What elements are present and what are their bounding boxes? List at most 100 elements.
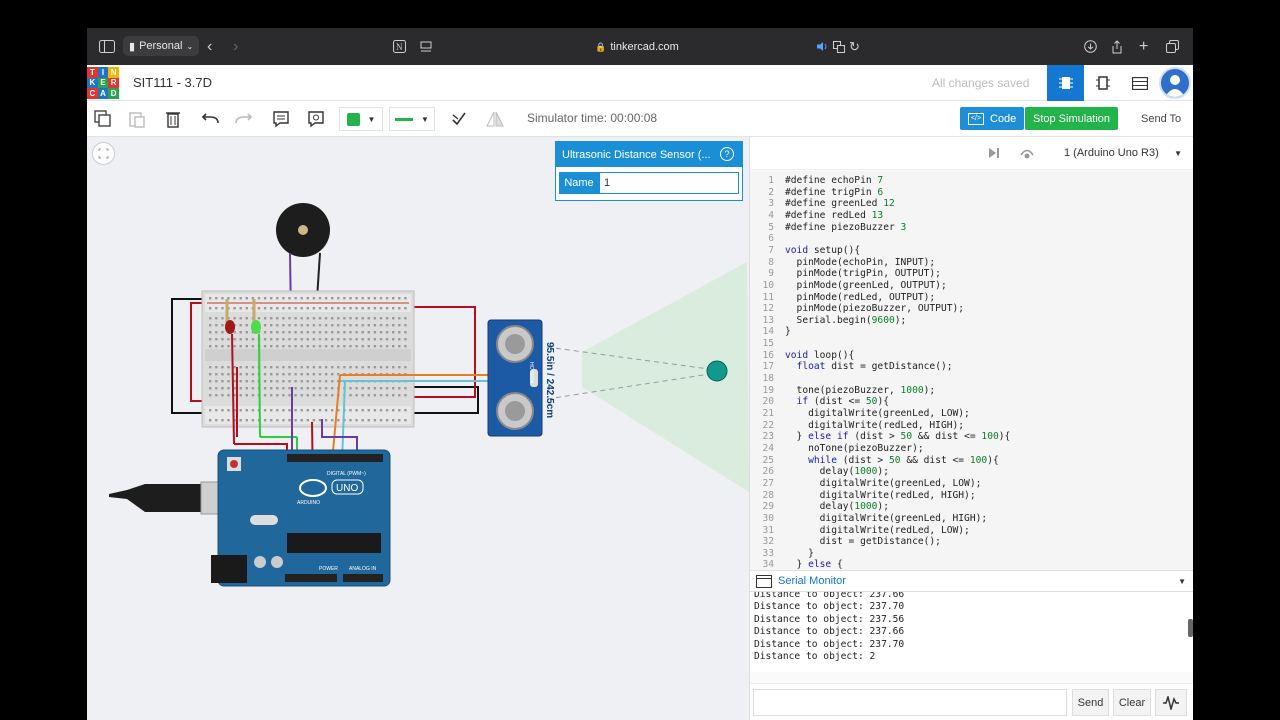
line-number: 11 <box>762 291 774 303</box>
logo-letter: E <box>97 77 109 89</box>
code-line[interactable]: 34 } else { <box>750 559 842 569</box>
serial-input[interactable] <box>753 689 1067 716</box>
undo-icon[interactable] <box>198 107 222 131</box>
chevron-down-icon[interactable]: ▼ <box>1178 576 1186 586</box>
serial-send-button[interactable]: Send <box>1072 689 1109 716</box>
code-line[interactable]: 12 pinMode(piezoBuzzer, OUTPUT); <box>750 303 964 315</box>
serial-scrollbar[interactable] <box>1188 619 1193 637</box>
stop-simulation-button[interactable]: Stop Simulation <box>1025 107 1119 130</box>
flip-icon[interactable] <box>483 107 507 131</box>
logo-letter: D <box>108 88 119 99</box>
serial-clear-button[interactable]: Clear <box>1113 689 1151 716</box>
line-number: 31 <box>762 524 774 536</box>
code-button[interactable]: </> Code <box>960 107 1025 130</box>
back-icon[interactable]: ‹ <box>207 37 213 55</box>
code-line[interactable]: 15 <box>750 338 785 350</box>
code-line[interactable]: 17 float dist = getDistance(); <box>750 361 952 373</box>
code-line[interactable]: 28 digitalWrite(redLed, HIGH); <box>750 489 975 502</box>
profile-switcher[interactable]: ▮ Personal ⌄ <box>123 36 200 56</box>
notes-icon[interactable] <box>269 107 293 131</box>
redo-icon[interactable] <box>232 107 256 131</box>
device-select[interactable]: 1 (Arduino Uno R3) ▼ <box>1054 143 1188 163</box>
code-line[interactable]: 6 <box>750 233 785 245</box>
code-line[interactable]: 31 digitalWrite(redLed, LOW); <box>750 524 969 537</box>
component-list-button[interactable] <box>1121 65 1158 101</box>
code-line[interactable]: 9 pinMode(trigPin, OUTPUT); <box>750 268 941 280</box>
design-title[interactable]: SIT111 - 3.7D <box>133 75 212 90</box>
copy-icon[interactable] <box>91 107 115 131</box>
help-icon[interactable]: ? <box>720 147 734 161</box>
code-line[interactable]: 8 pinMode(echoPin, INPUT); <box>750 257 935 269</box>
code-line[interactable]: 23 } else if (dist > 50 && dist <= 100){ <box>750 431 1010 443</box>
waveform-icon <box>1163 695 1179 710</box>
delete-icon[interactable] <box>161 107 185 131</box>
code-line[interactable]: 27 digitalWrite(greenLed, LOW); <box>750 478 981 490</box>
reload-icon[interactable]: ↻ <box>849 38 860 54</box>
serial-monitor-header[interactable]: Serial Monitor ▼ <box>750 570 1193 592</box>
analog-label: ANALOG IN <box>349 566 377 572</box>
rotate-icon[interactable] <box>447 107 471 131</box>
code-line[interactable]: 1#define echoPin 7 <box>750 175 883 187</box>
line-number: 28 <box>762 489 774 501</box>
schematic-view-button[interactable] <box>1084 65 1121 101</box>
code-line[interactable]: 24 noTone(piezoBuzzer); <box>750 443 923 455</box>
step-icon[interactable] <box>987 146 1001 165</box>
notion-icon[interactable]: N <box>393 28 406 65</box>
arduino-logo <box>299 479 327 497</box>
code-line[interactable]: 13 Serial.begin(9600); <box>750 315 906 327</box>
translate-icon[interactable] <box>833 28 845 65</box>
circuit-diagram[interactable]: HC-SR04 95.5in / 242.5cm DIGITAL (PWM~) … <box>87 137 749 720</box>
tabs-icon[interactable] <box>1166 28 1179 65</box>
code-line[interactable]: 3#define greenLed 12 <box>750 198 895 210</box>
code-line[interactable]: 10 pinMode(greenLed, OUTPUT); <box>750 280 946 292</box>
code-line[interactable]: 26 delay(1000); <box>750 466 889 478</box>
paste-icon[interactable] <box>125 107 149 131</box>
circuit-view-button[interactable] <box>1047 65 1084 101</box>
share-icon[interactable] <box>1111 28 1123 65</box>
line-number: 19 <box>762 384 774 396</box>
code-line[interactable]: 29 delay(1000); <box>750 501 889 513</box>
code-line[interactable]: 32 dist = getDistance(); <box>750 536 941 548</box>
code-line[interactable]: 33 } <box>750 548 813 560</box>
code-line[interactable]: 19 tone(piezoBuzzer, 1000); <box>750 385 935 397</box>
code-line[interactable]: 5#define piezoBuzzer 3 <box>750 222 906 234</box>
new-tab-icon[interactable]: + <box>1139 37 1149 55</box>
debugger-icon[interactable] <box>1019 146 1035 165</box>
line-number: 30 <box>762 512 774 524</box>
audio-icon[interactable] <box>817 28 829 65</box>
download-icon[interactable] <box>1084 28 1097 65</box>
code-line[interactable]: 30 digitalWrite(greenLed, HIGH); <box>750 513 987 525</box>
code-text: } else if (dist > 50 && dist <= 100){ <box>785 431 1011 443</box>
code-line[interactable]: 2#define trigPin 6 <box>750 187 883 199</box>
line-number: 12 <box>762 303 774 315</box>
color-picker[interactable]: ▼ <box>339 107 383 131</box>
code-line[interactable]: 18 <box>750 373 785 385</box>
code-line[interactable]: 11 pinMode(redLed, OUTPUT); <box>750 292 935 304</box>
code-line[interactable]: 20 if (dist <= 50){ <box>750 396 889 408</box>
graph-toggle-button[interactable] <box>1155 689 1187 716</box>
wire-type-picker[interactable]: ▼ <box>389 107 435 131</box>
code-line[interactable]: 21 digitalWrite(greenLed, LOW); <box>750 408 969 420</box>
send-to-button[interactable]: Send To <box>1131 107 1192 130</box>
name-field[interactable]: 1 <box>599 172 739 194</box>
chevron-down-icon: ▼ <box>367 114 376 124</box>
user-avatar[interactable] <box>1159 67 1191 99</box>
fit-view-icon[interactable] <box>92 142 115 165</box>
address-bar[interactable]: 🔒 tinkercad.com <box>417 37 857 57</box>
tab-overview-icon[interactable] <box>420 28 432 65</box>
code-line[interactable]: 4#define redLed 13 <box>750 210 883 222</box>
code-line[interactable]: 22 digitalWrite(redLed, HIGH); <box>750 420 964 432</box>
circuit-canvas[interactable]: HC-SR04 95.5in / 242.5cm DIGITAL (PWM~) … <box>87 137 749 720</box>
logo-letter: A <box>97 88 109 99</box>
target-object <box>706 360 728 382</box>
toggle-notes-icon[interactable] <box>304 107 328 131</box>
forward-icon[interactable]: › <box>233 37 239 55</box>
code-line[interactable]: 14} <box>750 326 790 338</box>
sidebar-toggle-icon[interactable] <box>99 28 115 65</box>
code-line[interactable]: 25 while (dist > 50 && dist <= 100){ <box>750 455 998 467</box>
